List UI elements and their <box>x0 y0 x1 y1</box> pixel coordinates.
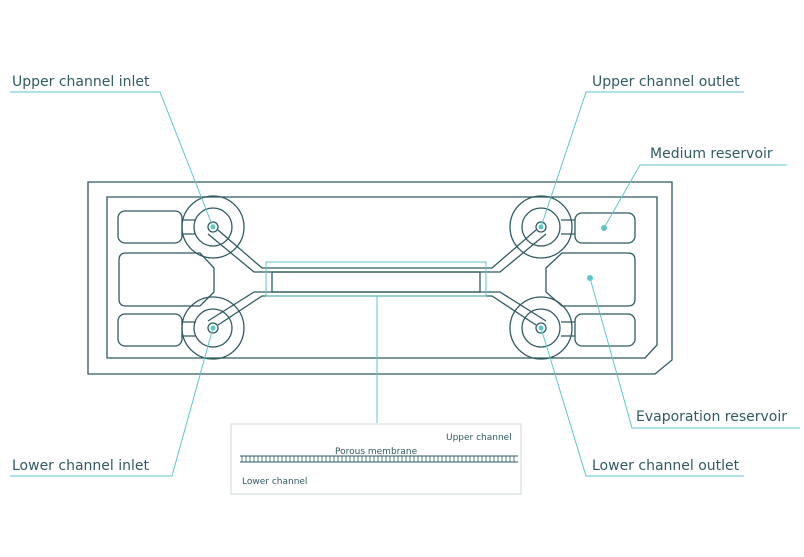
evaporation-reservoir-label: Evaporation reservoir <box>636 409 787 425</box>
evaporation-reservoir <box>545 252 636 307</box>
lower-channel-inlet-label: Lower channel inlet <box>12 458 150 474</box>
right-reservoirs <box>545 212 636 347</box>
lower-channel-outlet-label: Lower channel outlet <box>592 458 740 474</box>
upper-channel-label: Upper channel <box>446 433 512 443</box>
callout-lines <box>10 91 800 477</box>
medium-reservoir-label: Medium reservoir <box>650 146 773 162</box>
upper-channel-inlet-label: Upper channel inlet <box>12 74 150 90</box>
medium-reservoir <box>574 212 636 244</box>
porous-membrane <box>241 456 515 462</box>
porous-membrane-label: Porous membrane <box>335 447 418 457</box>
lower-channel-label: Lower channel <box>242 477 307 487</box>
upper-channel-outlet-label: Upper channel outlet <box>592 74 740 90</box>
left-reservoirs <box>117 210 215 347</box>
chip-body <box>87 181 673 375</box>
cross-section-view: Upper channel Porous membrane Lower chan… <box>230 423 522 495</box>
